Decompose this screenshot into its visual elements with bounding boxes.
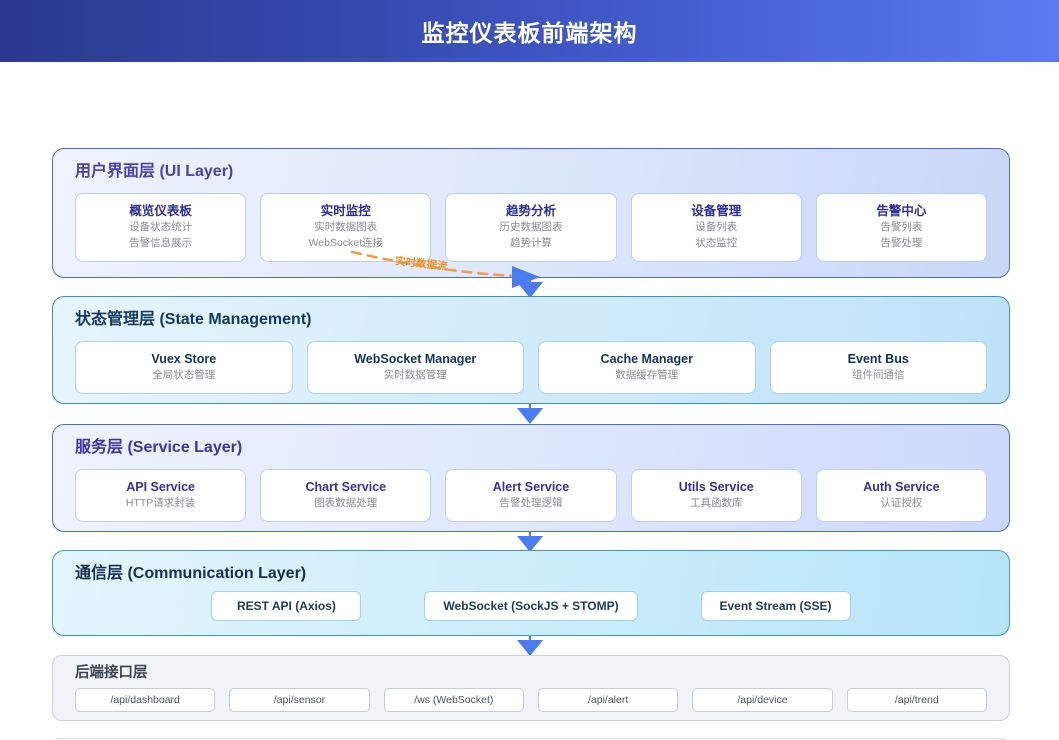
card-title: Chart Service [305,480,387,495]
endpoint-api-device[interactable]: /api/device [692,688,833,713]
layer-backend-title: 后端接口层 [75,665,148,681]
card-title: WebSocket Manager [354,352,477,367]
layer-service-cards: API Service HTTP请求封装 Chart Service 图表数据处… [53,457,1009,538]
connector-service-to-communication [510,532,550,552]
layer-state-management: 状态管理层 (State Management) Vuex Store 全局状态… [52,296,1010,404]
page-title: 监控仪表板前端架构 [421,20,638,46]
card-subtitle-1: 设备状态统计 [129,221,193,234]
page-header: 监控仪表板前端架构 [0,0,1059,62]
endpoint-api-dashboard[interactable]: /api/dashboard [75,688,216,713]
layer-ui-cards: 概览仪表板 设备状态统计 告警信息展示 实时监控 实时数据图表 WebSocke… [53,181,1009,277]
card-subtitle-2: 告警信息展示 [129,236,193,249]
card-websocket-manager[interactable]: WebSocket Manager 实时数据管理 [306,341,524,394]
card-subtitle-1: 历史数据图表 [499,221,563,234]
header-underline [0,58,1059,62]
card-subtitle-1: HTTP请求封装 [125,497,196,510]
card-subtitle-1: 实时数据管理 [383,369,447,382]
layer-state-cards: Vuex Store 全局状态管理 WebSocket Manager 实时数据… [53,329,1009,410]
card-subtitle-2: 告警处理 [880,236,923,249]
card-subtitle-2: 状态监控 [695,236,738,249]
card-subtitle-1: 实时数据图表 [314,221,378,234]
card-subtitle-1: 认证授权 [880,497,923,510]
card-chart-service[interactable]: Chart Service 图表数据处理 [260,469,432,522]
card-title: API Service [126,480,195,495]
connector-communication-to-backend [510,636,550,656]
architecture-diagram-canvas: 用户界面层 (UI Layer) 概览仪表板 设备状态统计 告警信息展示 实时监… [0,62,1059,740]
card-subtitle-1: 图表数据处理 [314,497,378,510]
layer-communication: 通信层 (Communication Layer) REST API (Axio… [52,550,1010,636]
card-title: Event Bus [847,352,909,367]
endpoint-api-sensor[interactable]: /api/sensor [229,688,370,713]
card-realtime-monitor[interactable]: 实时监控 实时数据图表 WebSocket连接 [260,193,432,262]
layer-ui-title: 用户界面层 (UI Layer) [75,163,234,180]
card-title: Utils Service [678,480,754,495]
card-vuex-store[interactable]: Vuex Store 全局状态管理 [75,341,293,394]
endpoint-ws-websocket[interactable]: /ws (WebSocket) [383,688,524,713]
layer-communication-title: 通信层 (Communication Layer) [75,565,307,582]
card-trend-analysis[interactable]: 趋势分析 历史数据图表 趋势计算 [445,193,617,262]
card-subtitle-1: 全局状态管理 [152,369,216,382]
layer-state-title: 状态管理层 (State Management) [75,311,312,328]
card-subtitle-1: 工具函数库 [689,497,743,510]
layer-service: 服务层 (Service Layer) API Service HTTP请求封装… [52,424,1010,532]
connector-state-to-service [510,404,550,424]
card-cache-manager[interactable]: Cache Manager 数据缓存管理 [538,341,756,394]
connector-ui-to-state [510,278,550,298]
card-title: 趋势分析 [506,204,557,219]
endpoint-api-trend[interactable]: /api/trend [846,688,987,713]
card-title: 概览仪表板 [129,204,192,219]
card-title: 实时监控 [320,204,371,219]
pill-event-stream[interactable]: Event Stream (SSE) [700,591,851,622]
card-title: Auth Service [863,480,940,495]
layer-ui: 用户界面层 (UI Layer) 概览仪表板 设备状态统计 告警信息展示 实时监… [52,148,1010,278]
card-subtitle-1: 设备列表 [695,221,738,234]
endpoint-api-alert[interactable]: /api/alert [537,688,679,713]
layer-service-title: 服务层 (Service Layer) [75,439,243,456]
pill-rest-api[interactable]: REST API (Axios) [211,591,362,622]
card-title: 告警中心 [876,204,927,219]
card-api-service[interactable]: API Service HTTP请求封装 [75,469,247,522]
card-subtitle-1: 告警列表 [880,221,923,234]
card-subtitle-1: 组件间通信 [852,369,905,382]
card-title: Cache Manager [600,352,693,367]
card-alert-center[interactable]: 告警中心 告警列表 告警处理 [815,193,988,262]
card-subtitle-1: 告警处理逻辑 [499,497,563,510]
card-subtitle-2: 趋势计算 [510,236,552,249]
card-device-management[interactable]: 设备管理 设备列表 状态监控 [630,193,802,262]
layer-backend-interface: 后端接口层 /api/dashboard /api/sensor /ws (We… [52,655,1010,721]
card-title: Alert Service [492,480,570,495]
card-utils-service[interactable]: Utils Service 工具函数库 [630,469,802,522]
card-event-bus[interactable]: Event Bus 组件间通信 [769,341,987,394]
card-overview-dashboard[interactable]: 概览仪表板 设备状态统计 告警信息展示 [75,193,247,262]
card-title: 设备管理 [691,204,742,219]
card-alert-service[interactable]: Alert Service 告警处理逻辑 [445,469,617,522]
pill-websocket[interactable]: WebSocket (SockJS + STOMP) [424,591,638,622]
layer-communication-items: REST API (Axios) WebSocket (SockJS + STO… [53,583,1009,622]
card-auth-service[interactable]: Auth Service 认证授权 [815,469,988,522]
card-subtitle-2: WebSocket连接 [308,236,384,249]
card-subtitle-1: 数据缓存管理 [615,369,679,382]
card-title: Vuex Store [151,352,217,367]
layer-backend-endpoints: /api/dashboard /api/sensor /ws (WebSocke… [53,682,1009,713]
